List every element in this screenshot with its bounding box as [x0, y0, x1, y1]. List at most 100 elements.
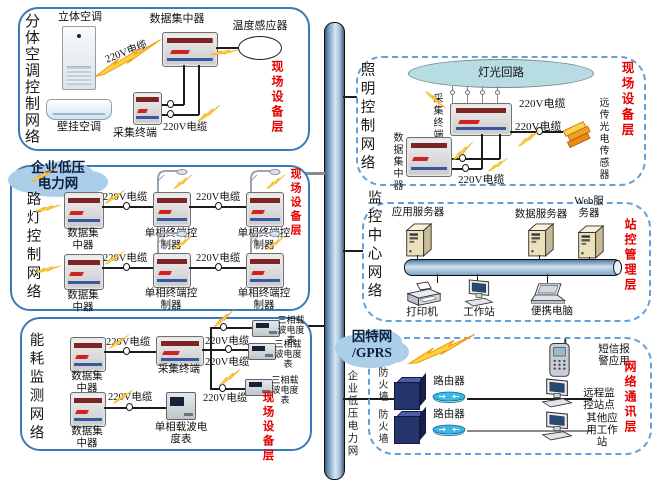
workstation-label: 工作站 [463, 307, 495, 318]
lightning-icon [29, 168, 56, 183]
laptop-icon [530, 283, 566, 304]
lamp-controller-icon [246, 253, 284, 288]
station-layer-label: 站控管理层 [623, 218, 637, 293]
lan-bus [404, 259, 622, 276]
lightning-icon [104, 250, 125, 265]
laptop-label: 便携电脑 [531, 306, 573, 317]
street-lamp-icon [250, 230, 281, 255]
lightning-icon [93, 39, 161, 78]
lightning-icon [213, 309, 235, 327]
lamp-loop-ellipse: 灯光回路 [408, 59, 594, 88]
lamp-controller-icon [153, 253, 191, 288]
connector-streetlamp [305, 172, 325, 175]
lighting-box [356, 56, 646, 186]
router-icon [432, 424, 466, 436]
data-concentrator-icon [70, 337, 106, 372]
cable-label: 220V电缆 [196, 253, 241, 264]
connector-lighting [343, 96, 357, 98]
wall-ac-label: 壁挂空调 [57, 121, 101, 133]
field-layer-label: 现场设备层 [289, 168, 301, 238]
cable-label: 220V电缆 [205, 357, 250, 368]
cable-label: 220V电缆 [458, 174, 505, 186]
field-layer-label: 现场设备层 [261, 391, 274, 464]
concentrator-label: 数据集 中器 [67, 290, 99, 313]
data-concentrator-icon [64, 192, 104, 229]
app-server-label: 应用服务器 [391, 207, 445, 218]
lightning-icon [517, 129, 540, 147]
controller-label: 单相终端控 制器 [237, 288, 291, 311]
web-server-icon [577, 224, 605, 259]
collect-terminal-icon [133, 92, 162, 125]
firewall-icon [394, 382, 420, 410]
monitor-center-title: 监控中心网络 [365, 190, 382, 301]
power-net-cloud-label: 企业低压 电力网 [31, 160, 85, 191]
cable-label: 220V电缆 [106, 337, 151, 348]
data-concentrator-icon [162, 32, 218, 67]
lightning-icon [407, 334, 476, 365]
temp-sensor-icon [238, 36, 282, 60]
lightning-icon [487, 157, 508, 172]
lamp-controller-icon [246, 192, 284, 227]
street-lamp-icon [250, 168, 281, 193]
other-station-label: 其他应 用工作 站 [586, 413, 618, 448]
router-icon [432, 391, 466, 403]
cable-label: 220V电缆 [205, 336, 250, 347]
split-ac-title: 分体空调控制网络 [23, 13, 39, 145]
data-concentrator-icon [406, 137, 452, 177]
cable-label: 220V电缆 [103, 253, 148, 264]
three-phase-meter-label: 三相载 波电度 表 [274, 339, 302, 370]
internet-cloud [335, 329, 409, 368]
lighting-title: 照明控制网络 [358, 62, 375, 173]
terminal-label: 采集终端 [431, 93, 442, 141]
lightning-icon [210, 49, 239, 56]
data-concentrator-icon [64, 254, 104, 290]
temp-sensor-label: 温度感应器 [232, 20, 288, 32]
three-phase-meter-icon [252, 320, 280, 337]
cable-label: 220V电缆 [196, 192, 241, 203]
firewall-label: 防火墙 [376, 409, 387, 445]
web-server-label: Web服 务器 [574, 196, 604, 219]
standing-ac-label: 立体空调 [58, 11, 102, 23]
bus-label: 企业低压电力网 [346, 370, 358, 458]
field-layer-label: 现场设备层 [619, 61, 634, 139]
street-lamp-icon [157, 230, 188, 255]
street-lamp-icon [157, 168, 188, 193]
cable-label: 220V电缆 [519, 98, 566, 110]
firewall-label: 防火墙 [376, 367, 387, 403]
street-lamp-title: 路灯控制网络 [24, 191, 41, 302]
lightning-icon [196, 104, 221, 122]
concentrator-label: 数据集 中器 [67, 228, 99, 251]
standing-ac-icon [62, 26, 96, 90]
app-server-icon [405, 222, 433, 257]
three-phase-meter-icon [248, 343, 276, 360]
printer-label: 打印机 [406, 307, 438, 318]
sms-app-label: 短信报 警应用 [598, 344, 630, 367]
concentrator-label: 数据集中器 [391, 132, 402, 192]
three-phase-meter-label: 三相载 波电度 表 [271, 375, 299, 406]
lightning-icon [218, 368, 241, 386]
router-label: 路由器 [433, 376, 465, 387]
workstation-icon [464, 279, 494, 307]
internet-cloud-label: 因特网 /GPRS [351, 329, 393, 360]
lamp-controller-icon [153, 192, 191, 227]
field-layer-label: 现场设备层 [270, 60, 284, 135]
connector-energy [306, 325, 325, 327]
concentrator-label: 数据集 中器 [71, 371, 103, 394]
firewall-icon [394, 416, 420, 444]
lightning-icon [172, 174, 193, 190]
wall-ac-icon [46, 99, 112, 120]
lightning-icon [452, 142, 473, 161]
monitor-center-box [362, 202, 651, 322]
data-concentrator-icon [70, 392, 106, 427]
printer-icon [406, 281, 442, 306]
single-phase-meter-icon [166, 392, 196, 420]
lightning-icon [34, 204, 61, 212]
lightning-icon [108, 334, 129, 349]
controller-label: 单相终端控 制器 [144, 288, 198, 311]
lightning-icon [265, 174, 286, 190]
lightning-icon [172, 235, 193, 251]
lightning-icon [265, 235, 286, 251]
backbone-bus [324, 22, 345, 480]
cable-label: 220V电缆 [163, 122, 208, 133]
